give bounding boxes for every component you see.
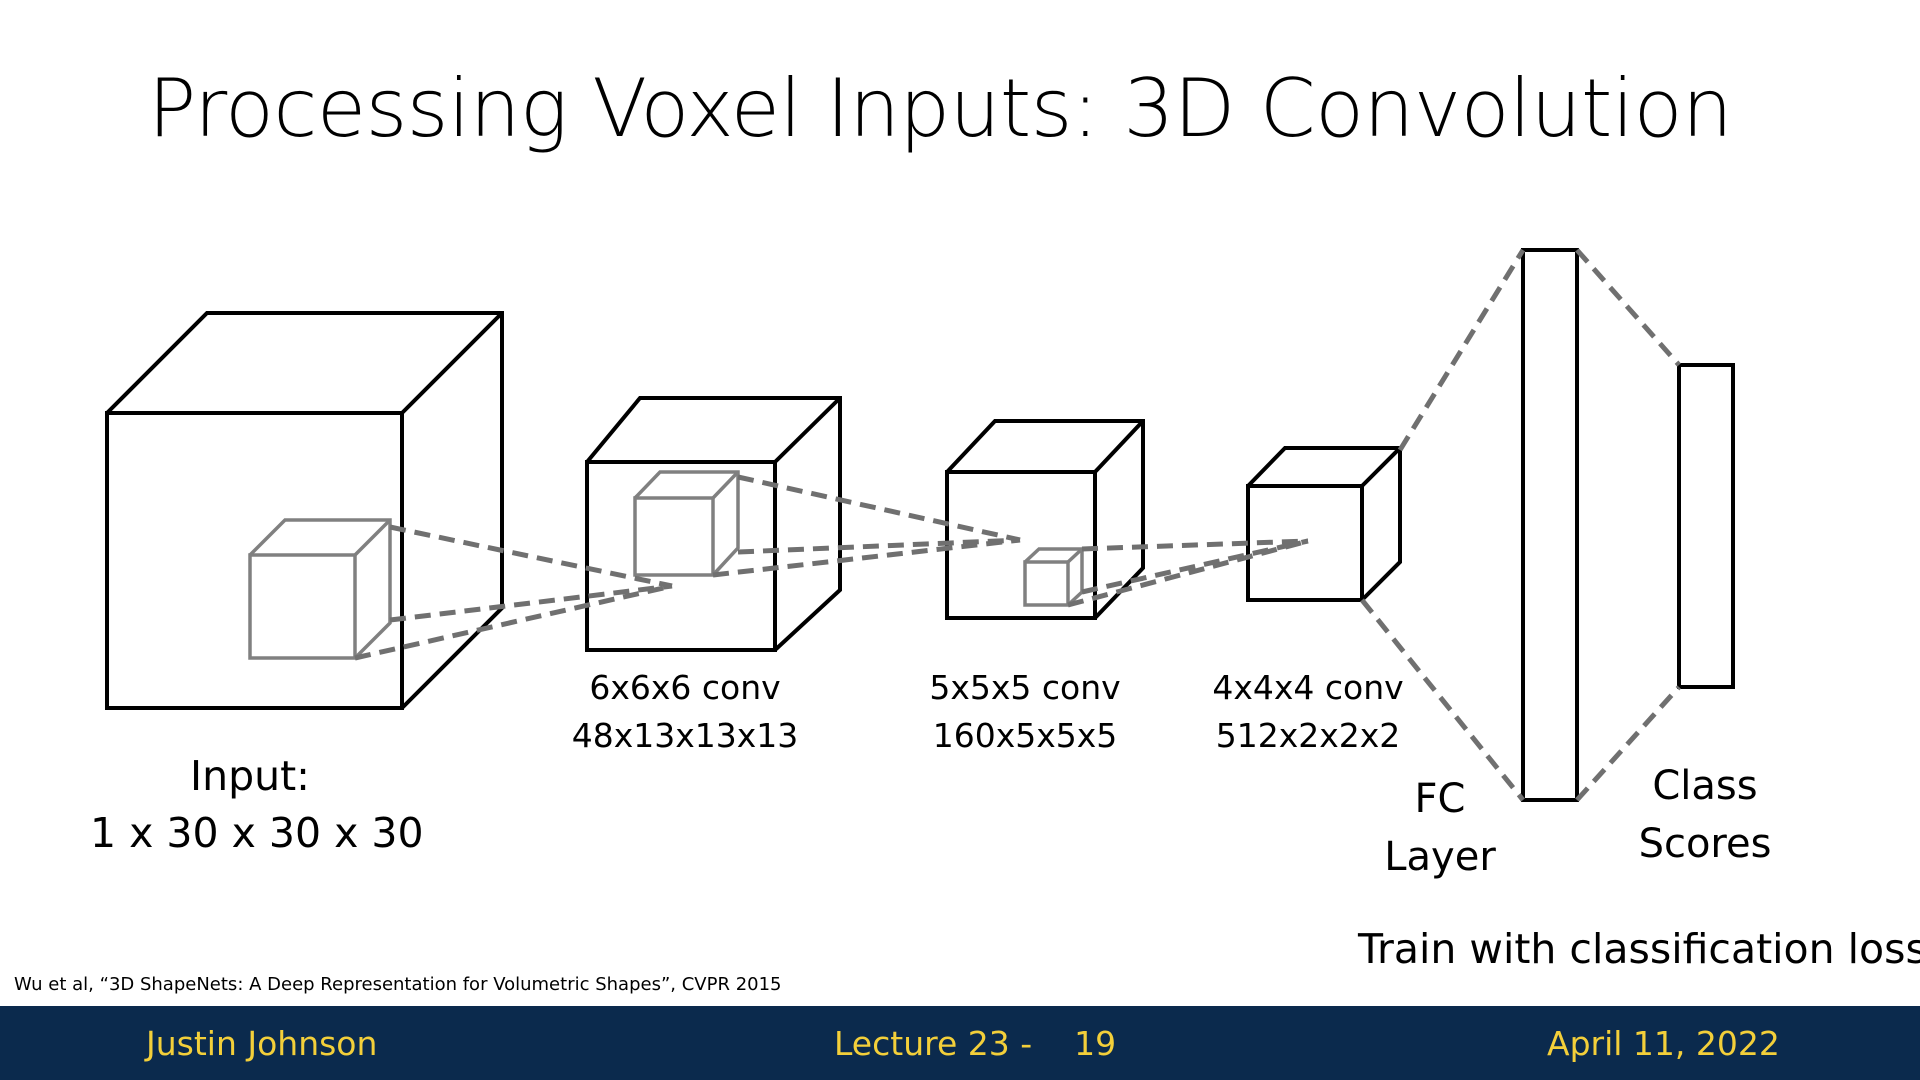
conv2-label: 5x5x5 conv 160x5x5x5 [900,664,1150,760]
fc-label-line1: FC [1414,776,1466,822]
training-note: Train with classification loss [1358,925,1920,973]
input-volume-cube [105,311,504,710]
fc-layer-label: FC Layer [1360,770,1520,886]
class-label-line2: Scores [1638,821,1772,867]
fc-layer-block [1521,248,1579,802]
conv2-kernel-cube [1023,547,1084,607]
footer-author: Justin Johnson [146,1024,378,1063]
footer-lecture-number: Lecture 23 - 19 [834,1024,1117,1063]
fc-label-line2: Layer [1384,834,1496,880]
slide-title: Processing Voxel Inputs: 3D Convolution [148,62,1733,155]
slide-footer: Justin Johnson Lecture 23 - 19 April 11,… [0,1006,1920,1080]
conv3-label-line2: 512x2x2x2 [1215,715,1401,755]
input-label-line1: Input: [190,752,310,800]
receptive-field-connectors [354,248,1681,802]
input-label-line2: 1 x 30 x 30 x 30 [90,809,424,858]
class-label-line1: Class [1652,763,1758,809]
conv3-label: 4x4x4 conv 512x2x2x2 [1183,664,1433,760]
conv1-label: 6x6x6 conv 48x13x13x13 [560,664,810,760]
input-shape-label: Input: 1 x 30 x 30 x 30 [90,748,424,863]
class-scores-block [1677,363,1735,689]
conv3-label-line1: 4x4x4 conv [1212,668,1404,707]
conv2-label-line2: 160x5x5x5 [932,715,1118,755]
conv1-label-line1: 6x6x6 conv [589,668,781,707]
conv2-volume-cube [945,419,1145,620]
conv2-label-line1: 5x5x5 conv [929,668,1121,707]
conv1-label-line2: 48x13x13x13 [571,715,799,755]
conv3-volume-cube [1246,446,1402,602]
conv1-kernel-cube [633,470,740,577]
conv1-volume-cube [585,396,842,652]
input-kernel-cube [248,518,392,660]
footer-date: April 11, 2022 [1547,1024,1780,1063]
cnn-architecture-diagram [105,248,1735,802]
citation: Wu et al, “3D ShapeNets: A Deep Represen… [14,974,782,995]
class-scores-label: Class Scores [1600,757,1810,873]
